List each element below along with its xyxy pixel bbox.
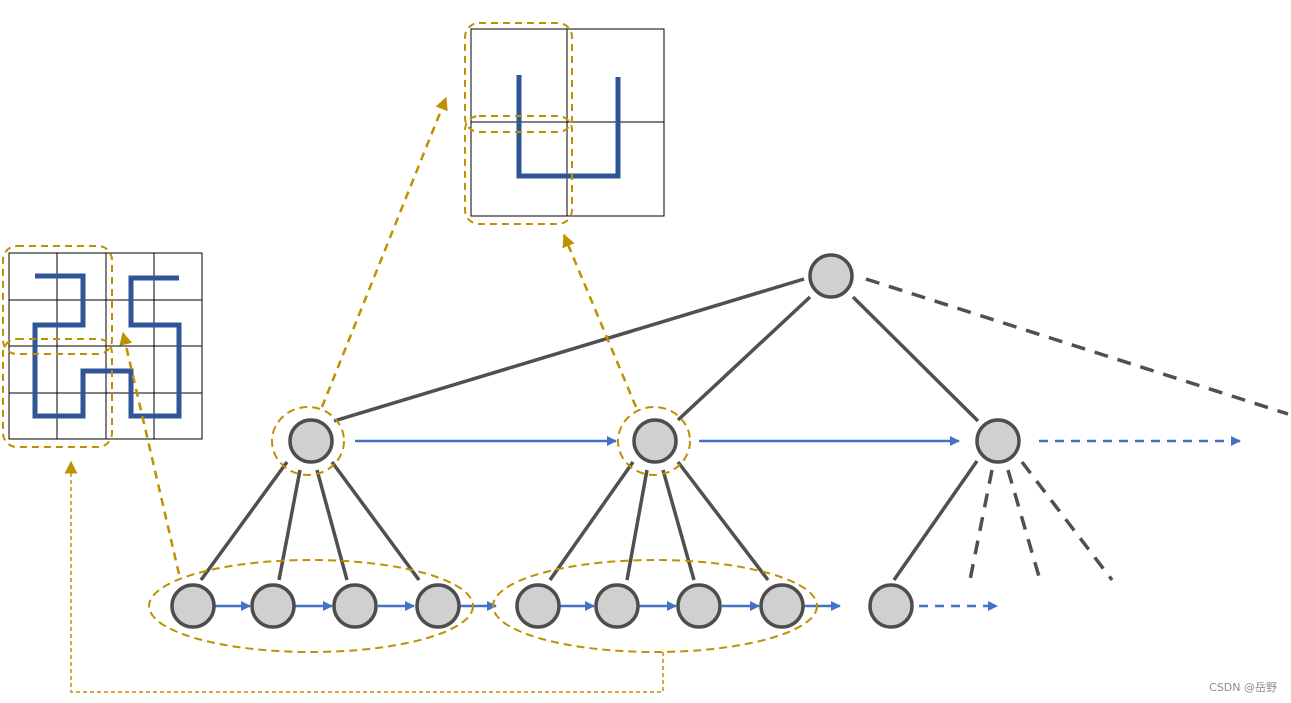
edge-root-mid-left <box>333 277 805 423</box>
node-mid-left <box>288 418 334 464</box>
edge-root-omitted <box>865 277 1289 416</box>
omitted-edges <box>865 277 1289 582</box>
highlight-cell-lower <box>2 338 113 448</box>
detail-grid-2x2 <box>464 22 665 225</box>
highlight-cell-upper <box>464 22 573 133</box>
detail-grid-4x4 <box>2 245 203 448</box>
edge-mid-right-leaf-9 <box>892 459 979 582</box>
node-leaf-3 <box>332 583 378 629</box>
node-leaf-8 <box>759 583 805 629</box>
sibling-links <box>215 436 1241 611</box>
space-filling-curve <box>516 75 621 179</box>
arrow-mid-left-to-grid-2x2 <box>320 96 448 408</box>
highlight-mid-left <box>271 406 345 476</box>
node-leaf-2 <box>250 583 296 629</box>
arrow-leaves-to-grid-4x4 <box>119 331 181 575</box>
highlight-cell-lower <box>464 115 573 225</box>
edge-mid-right-omitted-1 <box>968 469 994 581</box>
tree-nodes <box>170 253 1021 629</box>
highlight-groups <box>148 406 818 653</box>
edge-mid-center-leaf-6 <box>625 469 649 581</box>
node-leaf-6 <box>594 583 640 629</box>
edge-mid-left-leaf-3 <box>315 469 349 581</box>
watermark: CSDN @岳野 <box>1209 681 1277 694</box>
tree-edges <box>199 277 980 582</box>
arrow-leaves-center-to-grid-4x4 <box>64 460 664 693</box>
edge-mid-right-omitted-2 <box>1006 469 1042 581</box>
edge-mid-left-leaf-4 <box>330 460 421 582</box>
node-leaf-1 <box>170 583 216 629</box>
node-mid-center <box>632 418 678 464</box>
edge-root-mid-right <box>851 295 980 423</box>
highlight-mid-center <box>617 406 691 476</box>
edge-mid-center-leaf-8 <box>676 460 770 582</box>
node-leaf-7 <box>676 583 722 629</box>
mapping-arrows <box>119 96 638 575</box>
node-root <box>808 253 854 299</box>
edge-mid-right-omitted-3 <box>1020 460 1114 582</box>
edge-mid-center-leaf-7 <box>661 469 696 581</box>
edge-mid-center-leaf-5 <box>548 460 635 582</box>
node-leaf-5 <box>515 583 561 629</box>
edge-root-mid-center <box>676 295 812 422</box>
node-leaf-9 <box>868 583 914 629</box>
node-mid-right <box>975 418 1021 464</box>
edge-mid-left-leaf-2 <box>277 469 302 581</box>
mapping-path <box>64 460 664 693</box>
highlight-leaf-group-left <box>148 559 474 653</box>
space-filling-curve <box>32 273 182 419</box>
node-leaf-4 <box>415 583 461 629</box>
arrow-mid-center-to-grid-2x2 <box>562 233 638 408</box>
highlight-cell-upper <box>2 245 113 355</box>
edge-mid-left-leaf-1 <box>199 460 289 582</box>
highlight-leaf-group-center <box>492 559 818 653</box>
